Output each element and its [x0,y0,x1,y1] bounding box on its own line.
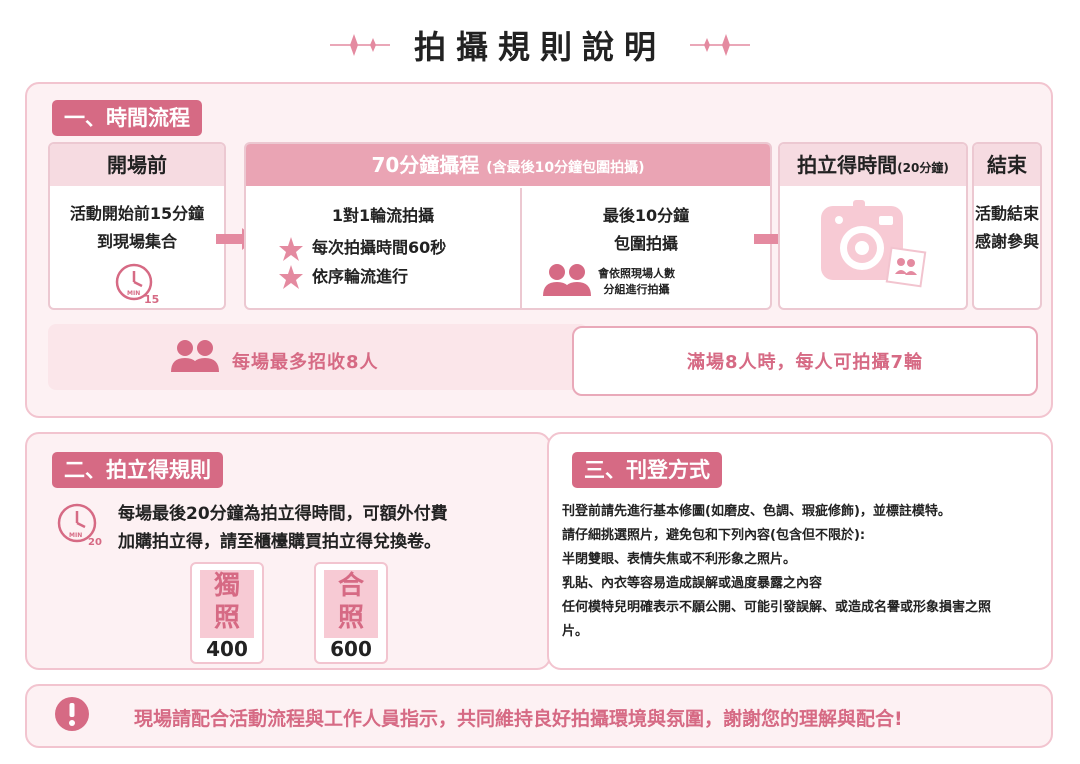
publishing-rule-line: 請仔細挑選照片，避免包和下列內容(包含但不限於): [562,528,866,543]
notice-bar [25,684,1053,748]
instant-head: 拍立得時間(20分鐘) [780,144,966,186]
end-head: 結束 [974,144,1040,186]
clock-icon: MIN 15 [115,263,159,306]
ticket-group-char2: 照 [337,603,364,633]
ticket-group-char1: 合 [337,571,364,601]
session-head-main: 70分鐘攝程 [371,153,480,177]
people-icon [543,264,591,296]
capacity-box [48,324,588,390]
instant-head-main: 拍立得時間 [797,153,898,177]
clock-min-label: MIN [69,532,82,539]
sparkle-icon [690,34,750,56]
section-tag-publishing: 三、刊登方式 [572,452,722,488]
clock-number: 20 [88,537,102,548]
publishing-rule-line: 半閉雙眼、表情失焦或不利形象之照片。 [562,552,797,567]
before-line2: 到現場集合 [96,232,177,251]
star-icon [279,237,303,261]
publishing-rule-line: 刊登前請先進行基本修圖(如磨皮、色調、瑕疵修飾)，並標註模特。 [562,504,951,519]
clock-number: 15 [144,293,159,306]
before-column: 開場前 活動開始前15分鐘 到現場集合 MIN 15 [48,142,226,310]
rotation-item-2: 依序輪流進行 [312,267,409,286]
instant-column: 拍立得時間(20分鐘) [778,142,968,310]
camera-icon [821,200,927,288]
full-note-box [572,326,1038,396]
end-column: 結束 活動結束 感謝參與 [972,142,1042,310]
ticket-solo-char1: 獨 [213,571,240,601]
instant-head-sub: (20分鐘) [897,161,949,175]
group-title-2: 包圍拍攝 [613,234,678,253]
ticket-solo-price: 400 [206,637,248,661]
capacity-text: 每場最多招收8人 [232,352,379,373]
group-note-1: 會依照現場人數 [598,267,675,280]
session-column: 70分鐘攝程 (含最後10分鐘包圍拍攝) 1對1輪流拍攝 每次拍攝時間60秒 依… [244,142,772,310]
rotation-title: 1對1輪流拍攝 [331,206,435,225]
publishing-rule-line: 片。 [562,624,589,639]
ticket-solo-char2: 照 [213,603,240,633]
before-head: 開場前 [50,144,224,186]
publishing-rule-line: 任何模特兒明確表示不願公開、可能引發誤解、或造成名譽或形象損害之照 [562,600,992,615]
sparkle-icon [330,34,390,56]
star-icon [279,265,303,289]
publishing-rule-line: 乳貼、內衣等容易造成誤解或過度暴露之內容 [562,576,823,591]
session-head: 70分鐘攝程 (含最後10分鐘包圍拍攝) [246,144,770,186]
end-line1: 活動結束 [974,204,1039,223]
people-icon [171,340,219,372]
ticket-solo: 獨照 400 [190,562,264,664]
publishing-rules: 刊登前請先進行基本修圖(如磨皮、色調、瑕疵修飾)，並標註模特。 請仔細挑選照片，… [562,500,1046,644]
rotation-item-1: 每次拍攝時間60秒 [312,238,447,257]
full-note-text: 滿場8人時，每人可拍攝7輪 [686,352,924,373]
ticket-group-price: 600 [330,637,372,661]
group-title-1: 最後10分鐘 [602,206,690,225]
group-note-2: 分組進行拍攝 [603,283,670,296]
notice-text: 現場請配合活動流程與工作人員指示，共同維持良好拍攝環境與氛圍，謝謝您的理解與配合… [134,708,903,730]
page-title: 拍攝規則說明 [413,28,666,66]
instant-rule-line2: 加購拍立得，請至櫃檯購買拍立得兌換卷。 [118,532,441,552]
end-line2: 感謝參與 [974,232,1039,251]
clock-icon: MIN 20 [57,503,102,548]
session-head-sub: (含最後10分鐘包圍拍攝) [486,160,645,176]
exclamation-icon [55,697,89,731]
section-tag-timeline: 一、時間流程 [52,100,202,136]
clock-min-label: MIN [127,290,140,297]
instant-rule-line1: 每場最後20分鐘為拍立得時間，可額外付費 [118,504,448,524]
before-line1: 活動開始前15分鐘 [69,204,205,223]
section-tag-instant: 二、拍立得規則 [52,452,223,488]
ticket-group: 合照 600 [314,562,388,664]
